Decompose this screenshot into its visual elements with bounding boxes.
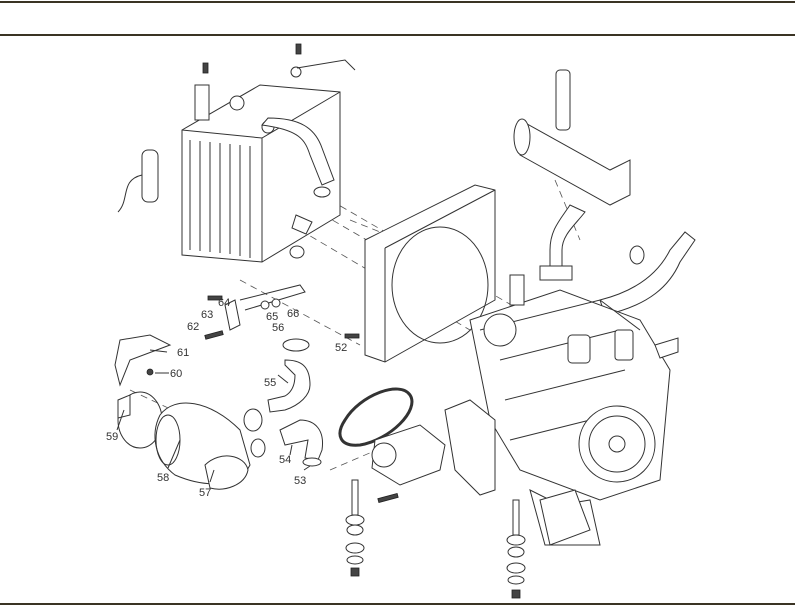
header-top-rule: [0, 1, 795, 3]
callout-58: 58: [157, 472, 169, 484]
callout-60: 60: [170, 368, 182, 380]
part-62-bolt: [204, 330, 224, 340]
gasket: [250, 438, 266, 458]
part-63-bracket: [224, 299, 241, 331]
callout-63: 63: [201, 309, 213, 321]
footer-rule: [0, 603, 795, 605]
callout-56: 56: [272, 322, 284, 334]
part-55-hose: [267, 359, 311, 413]
part-56-clamp: [282, 338, 310, 352]
callout-53: 53: [294, 475, 306, 487]
hose-clamp: [313, 186, 331, 198]
part-52-bolt: [344, 333, 360, 339]
callout-54: 54: [279, 454, 291, 466]
hose-clamp: [289, 245, 305, 259]
callout-leaders: [116, 349, 311, 483]
compressor-bracket: [444, 399, 496, 496]
part-57-cap: [204, 455, 249, 490]
fan-belt: [338, 387, 414, 447]
callout-64: 64: [218, 297, 230, 309]
engine-mount-left: [345, 479, 365, 577]
callout-52: 52: [335, 342, 347, 354]
bolt: [295, 43, 302, 55]
muffler: [513, 69, 631, 281]
engine-bracket: [654, 337, 679, 359]
callout-61: 61: [177, 347, 189, 359]
page-header: [0, 0, 795, 37]
part-53-clamp: [302, 457, 322, 467]
callout-57: 57: [199, 487, 211, 499]
part-54-hose: [279, 419, 324, 461]
fan-shroud: [364, 184, 496, 363]
gasket: [243, 408, 263, 432]
exhaust-pipe: [599, 231, 696, 316]
callout-65: 65: [266, 311, 278, 323]
lower-hose-pipe: [291, 214, 313, 235]
header-bottom-rule: [0, 34, 795, 36]
part-64-bolt: [207, 295, 223, 301]
callout-55: 55: [264, 377, 276, 389]
upper-hose: [261, 117, 335, 186]
reservoir-tank: [117, 149, 159, 213]
engine-block: [469, 274, 671, 546]
part-61-bracket: [114, 334, 172, 387]
bolt: [202, 62, 209, 74]
callout-62: 62: [187, 321, 199, 333]
compressor: [371, 424, 446, 486]
callout-66: 66: [287, 308, 299, 320]
callout-59: 59: [106, 431, 118, 443]
part-60-nut: [146, 368, 154, 376]
engine-mount-bracket: [539, 489, 591, 546]
part-66-collar: [271, 298, 281, 308]
part-65-washer: [260, 300, 270, 310]
engine-mount-right: [506, 499, 526, 599]
gasket: [629, 245, 645, 265]
radiator-stay-bracket: [296, 59, 356, 71]
bolt: [377, 492, 399, 504]
